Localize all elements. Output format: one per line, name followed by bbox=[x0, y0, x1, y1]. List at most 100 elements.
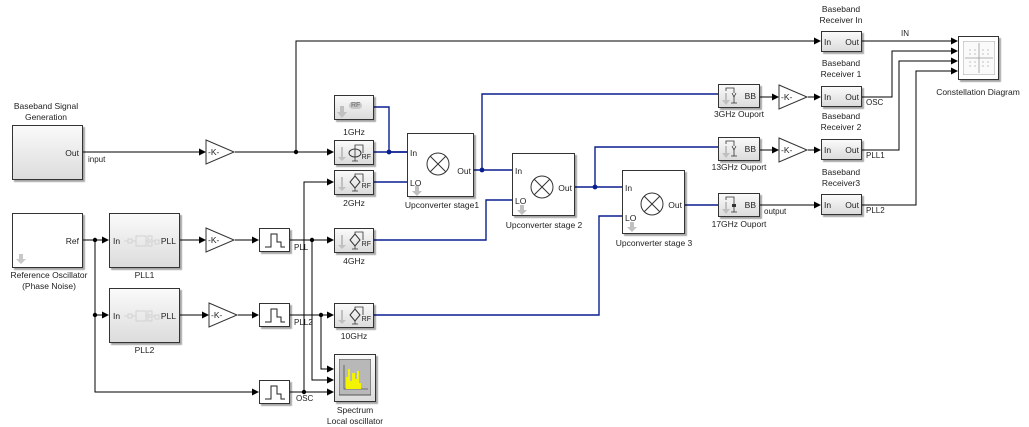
gain-triangle-icon bbox=[778, 84, 809, 110]
port-in: In bbox=[625, 183, 633, 193]
port-in: In bbox=[824, 145, 832, 155]
baseband-gen-title-l1: Baseband Signal bbox=[13, 101, 79, 111]
subsystem-icon bbox=[124, 235, 160, 247]
zero-order-hold-pll2[interactable] bbox=[259, 303, 290, 327]
gain-triangle-icon bbox=[208, 302, 239, 328]
gain-block-pll1[interactable]: -K- bbox=[205, 227, 236, 255]
gain-label: -K- bbox=[781, 145, 793, 155]
current-source-icon bbox=[338, 144, 364, 162]
baseband-receiver-2[interactable]: In Out bbox=[821, 139, 862, 160]
up1-title: Upconverter stage1 bbox=[404, 200, 480, 210]
rx2-title-l2: Receiver 2 bbox=[820, 122, 862, 132]
port-lo: LO bbox=[410, 178, 422, 188]
baseband-gen-title: Baseband Signal Generation bbox=[0, 101, 92, 123]
zoh-step-icon bbox=[265, 385, 285, 400]
signal-label-output: output bbox=[764, 207, 787, 216]
baseband-gen-title-l2: Generation bbox=[24, 112, 68, 122]
upconverter-stage3[interactable]: In LO Out bbox=[622, 170, 685, 234]
rf-wire-lo3 bbox=[374, 215, 622, 316]
port-pll: PLL bbox=[160, 311, 176, 321]
constellation-diagram-block[interactable] bbox=[958, 36, 999, 80]
lo-source-10ghz[interactable]: RF bbox=[334, 303, 374, 328]
outport-probe-icon bbox=[722, 87, 737, 105]
reference-oscillator-block[interactable]: Ref bbox=[12, 213, 83, 268]
port-out: Out bbox=[845, 200, 859, 210]
rx1-title-l2: Receiver 1 bbox=[820, 69, 862, 79]
baseband-signal-generation-block[interactable]: Out bbox=[12, 125, 83, 180]
gain-block-13ghz[interactable]: -K- bbox=[778, 137, 809, 165]
spectrum-analyzer-block[interactable] bbox=[334, 354, 376, 402]
constellation-title: Constellation Diagram bbox=[936, 87, 1020, 97]
outport-17ghz[interactable]: BB bbox=[718, 193, 760, 217]
port-lo: LO bbox=[625, 213, 637, 223]
baseband-receiver-3[interactable]: In Out bbox=[821, 194, 862, 215]
gain-block-input[interactable]: -K- bbox=[205, 139, 236, 167]
outport-13ghz[interactable]: BB bbox=[718, 137, 760, 161]
port-out: Out bbox=[845, 37, 859, 47]
baseband-receiver-in[interactable]: In Out bbox=[821, 31, 862, 52]
rf-1ghz-title: 1GHz bbox=[343, 127, 365, 137]
zero-order-hold-pll1[interactable] bbox=[259, 228, 290, 252]
port-pll: PLL bbox=[160, 236, 176, 246]
spectrum-title-l1: Spectrum bbox=[336, 405, 374, 415]
lo-source-2ghz[interactable]: RF bbox=[334, 170, 374, 195]
outport-3ghz[interactable]: BB bbox=[718, 84, 760, 108]
port-in: In bbox=[824, 92, 832, 102]
upconverter-stage1[interactable]: In LO Out bbox=[407, 133, 474, 197]
rf-wire-lo2 bbox=[374, 199, 512, 241]
port-out: Out bbox=[457, 166, 471, 176]
down-arrow-icon bbox=[16, 254, 26, 264]
signal-label-osc-out: OSC bbox=[866, 98, 884, 107]
rf-wire-up1-tap bbox=[481, 93, 718, 170]
out3-title: 3GHz Ouport bbox=[713, 109, 765, 119]
gain-label: -K- bbox=[781, 92, 793, 102]
gain-triangle-icon bbox=[778, 137, 809, 163]
gain-block-3ghz[interactable]: -K- bbox=[778, 84, 809, 112]
spectrum-title: Spectrum Local oscillator bbox=[315, 405, 395, 427]
up2-title: Upconverter stage 2 bbox=[505, 220, 583, 230]
signal-label-pll: PLL bbox=[294, 243, 309, 252]
rx2-title-l1: Baseband bbox=[821, 111, 861, 121]
pll1-block[interactable]: In PLL bbox=[109, 213, 180, 268]
up3-title: Upconverter stage 3 bbox=[615, 238, 693, 248]
port-rf: RF bbox=[361, 241, 371, 248]
mixer-icon bbox=[426, 152, 450, 176]
port-lo: LO bbox=[515, 196, 527, 206]
gain-label: -K- bbox=[211, 310, 223, 320]
port-out: Out bbox=[65, 148, 79, 158]
outport-probe-icon bbox=[722, 140, 737, 158]
rx-in-title: Baseband Receiver In bbox=[808, 4, 874, 26]
rf-wire-up2-tap bbox=[594, 146, 718, 187]
zoh-step-icon bbox=[265, 308, 285, 323]
port-in: In bbox=[824, 37, 832, 47]
constellation-icon bbox=[963, 41, 995, 75]
lo-source-4ghz[interactable]: RF bbox=[334, 228, 374, 253]
src-2ghz-title: 2GHz bbox=[343, 198, 365, 208]
port-in: In bbox=[824, 200, 832, 210]
wire-to-2ghz bbox=[303, 178, 334, 392]
pll2-block[interactable]: In PLL bbox=[109, 288, 180, 343]
voltage-source-icon bbox=[338, 173, 364, 192]
down-arrow-icon bbox=[627, 222, 637, 232]
rf-input-converter[interactable]: RF bbox=[334, 140, 374, 165]
rx-in-title-l1: Baseband bbox=[821, 4, 861, 14]
upconverter-stage2[interactable]: In LO Out bbox=[512, 153, 575, 216]
port-out: Out bbox=[668, 200, 682, 210]
voltage-source-icon bbox=[338, 306, 364, 325]
gain-label: -K- bbox=[208, 147, 220, 157]
baseband-receiver-1[interactable]: In Out bbox=[821, 86, 862, 107]
wire-pll2-out bbox=[862, 67, 958, 206]
signal-label-pll2: PLL2 bbox=[294, 318, 313, 327]
rf-source-1ghz[interactable]: RF bbox=[334, 95, 374, 120]
rx3-title-l2: Receiver3 bbox=[821, 178, 861, 188]
wire-to-rx-in bbox=[295, 37, 821, 152]
port-in: In bbox=[113, 311, 121, 321]
gain-block-pll2[interactable]: -K- bbox=[208, 302, 239, 330]
gain-triangle-icon bbox=[205, 139, 236, 165]
src-10ghz-title: 10GHz bbox=[340, 331, 368, 341]
rx1-title: Baseband Receiver 1 bbox=[808, 58, 874, 80]
port-rf: RF bbox=[361, 183, 371, 190]
subsystem-icon bbox=[124, 310, 160, 322]
zero-order-hold-osc[interactable] bbox=[259, 380, 290, 404]
